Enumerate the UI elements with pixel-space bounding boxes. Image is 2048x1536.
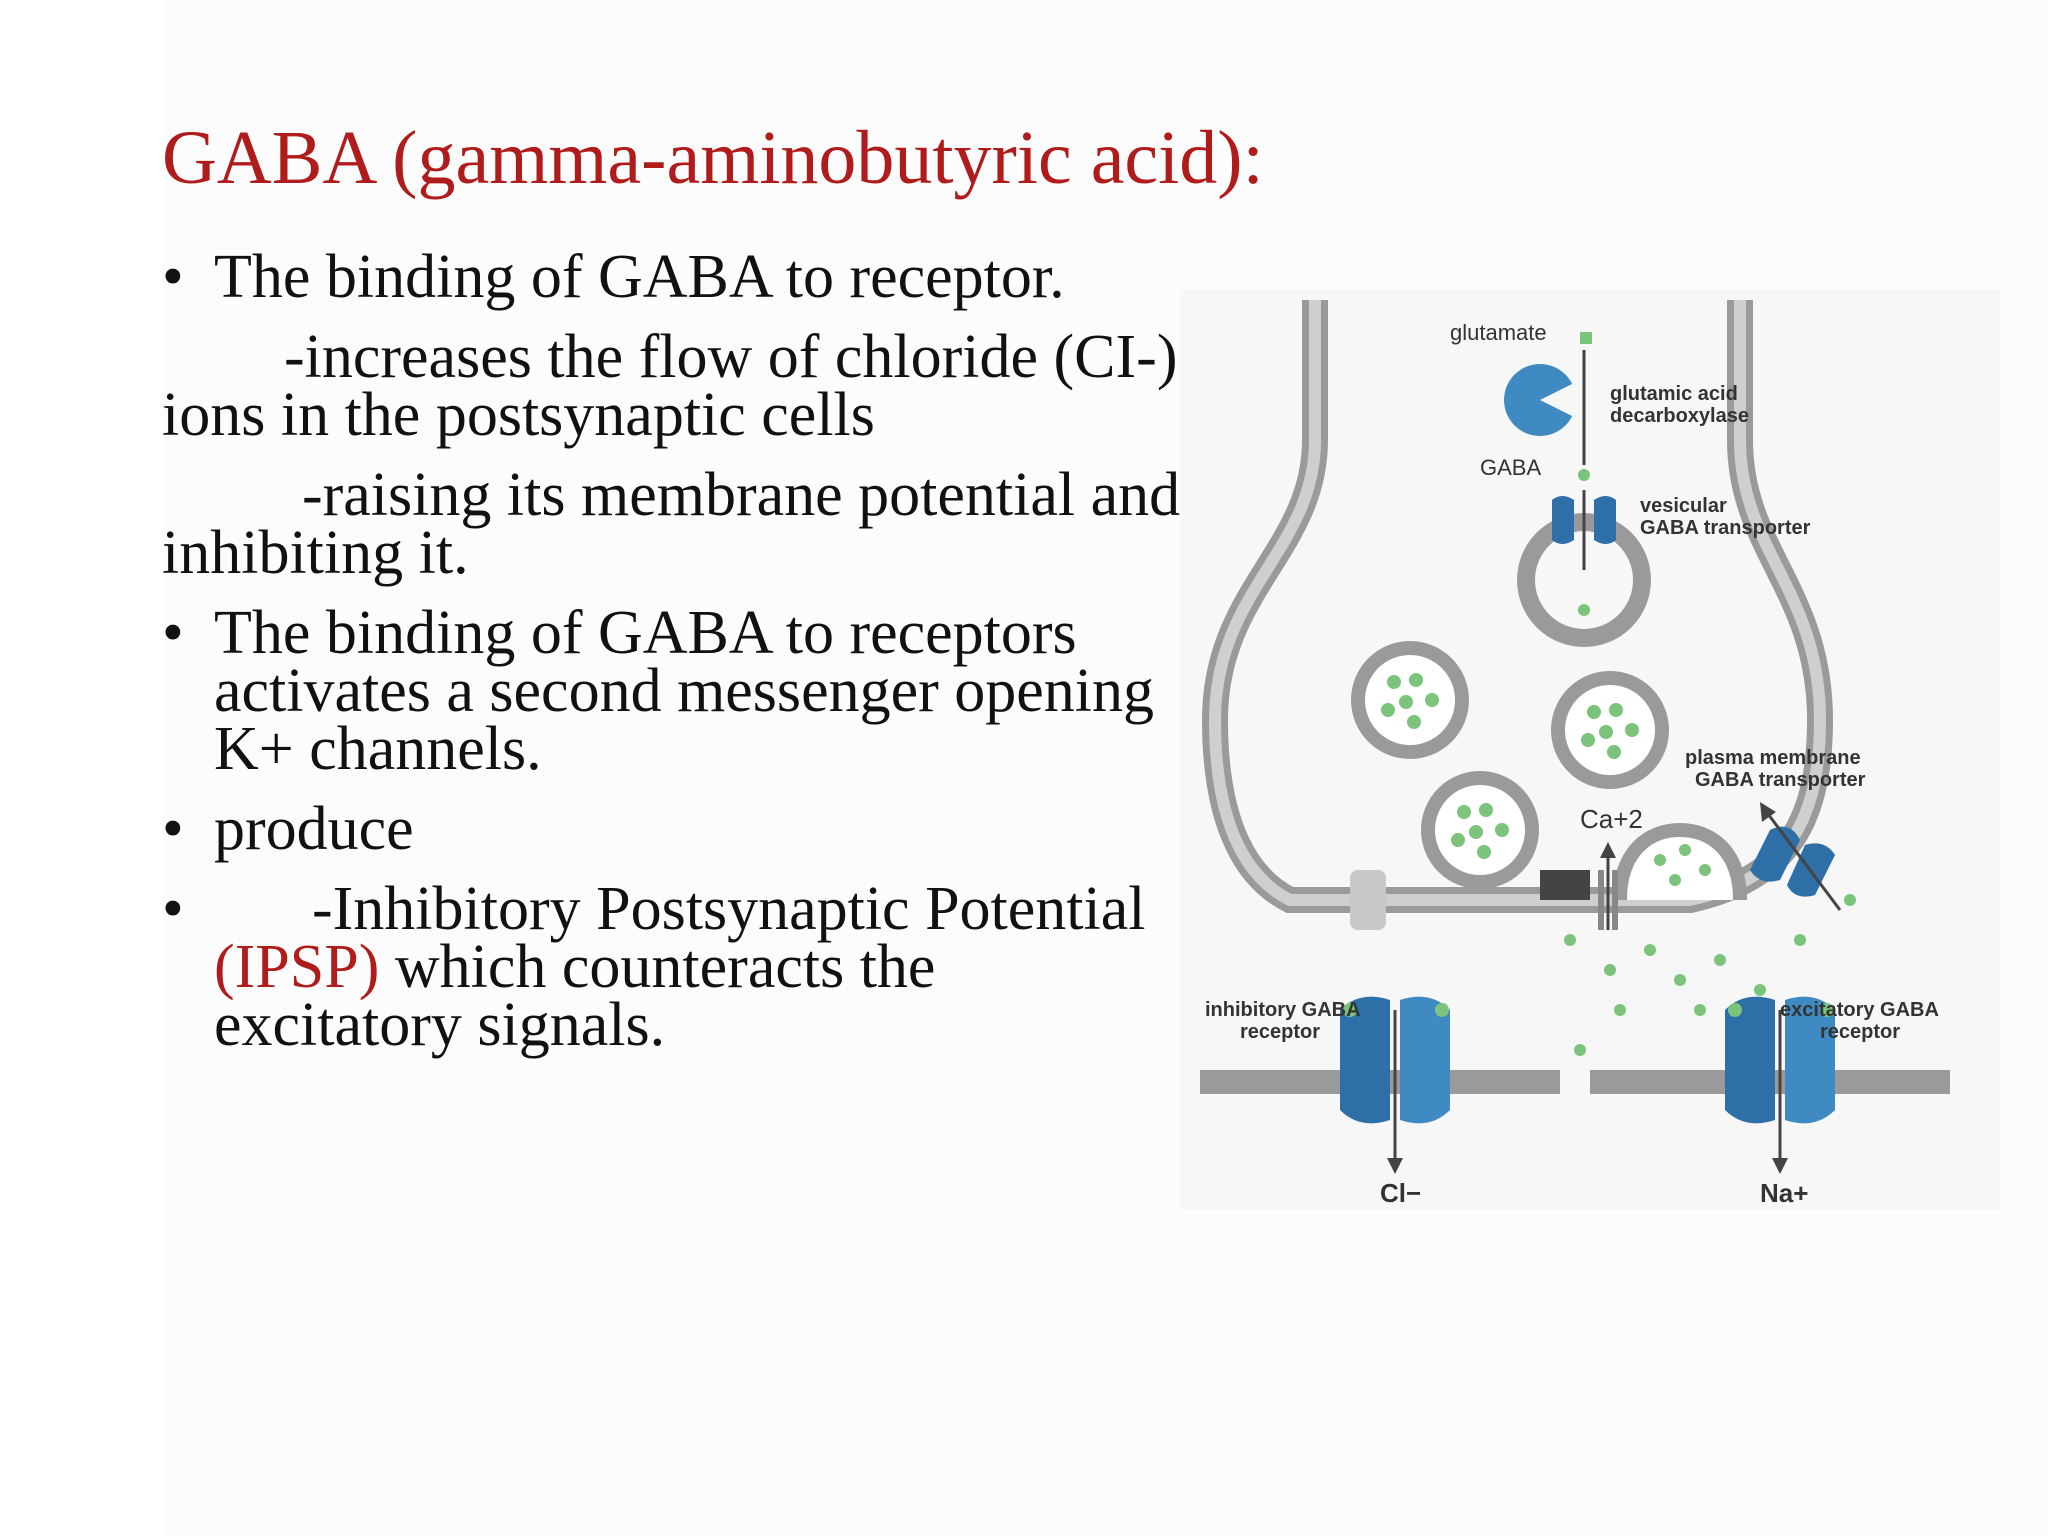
- label-gaba: GABA: [1480, 455, 1541, 480]
- vesicular-transporter-right: [1594, 496, 1616, 544]
- bullet-dot: •: [162, 599, 184, 667]
- label-vesicular-transporter: GABA transporter: [1640, 517, 1811, 539]
- vesicular-transporter-left: [1552, 496, 1574, 544]
- calcium-channel-left: [1598, 870, 1604, 930]
- bullet-text: The binding of GABA to receptors activat…: [214, 599, 1154, 783]
- label-inhibitory: inhibitory GABA: [1205, 999, 1361, 1021]
- label-plasma-membrane: plasma membrane: [1685, 747, 1861, 769]
- adhesion-protein: [1350, 870, 1386, 930]
- synapse-svg: glutamate glutamic acid decarboxylase GA…: [1180, 290, 2000, 1210]
- synaptic-vesicle: [1351, 641, 1469, 759]
- label-glutamate: glutamate: [1450, 320, 1547, 345]
- inhibitory-receptor: [1340, 996, 1450, 1174]
- gaba-dot: [1578, 469, 1590, 481]
- ipsp-highlight: (IPSP): [214, 933, 380, 1001]
- label-excitatory: excitatory GABA: [1780, 999, 1939, 1021]
- synaptic-vesicle: [1551, 671, 1669, 789]
- sub-point: -increases the flow of chloride (CI-) io…: [162, 323, 1178, 449]
- bullet-item: • produce: [162, 795, 1182, 863]
- excitatory-receptor: [1725, 996, 1835, 1174]
- bullet-text: produce: [214, 795, 414, 863]
- calcium-channel-right: [1612, 870, 1618, 930]
- reuptake-arrow-head: [1760, 802, 1776, 822]
- label-decarboxylase: decarboxylase: [1610, 405, 1749, 427]
- calcium-arrow-head: [1600, 842, 1616, 858]
- label-glutamic-acid: glutamic acid: [1610, 383, 1738, 405]
- active-zone-protein: [1540, 870, 1590, 900]
- fusing-vesicle: [1613, 822, 1747, 901]
- bullet-dot: •: [162, 875, 184, 943]
- gaba-dot: [1844, 894, 1856, 906]
- slide-title: GABA (gamma-aminobutyric acid):: [162, 116, 1264, 200]
- label-chloride: Cl−: [1380, 1178, 1421, 1208]
- label-vesicular: vesicular: [1640, 495, 1727, 517]
- label-inhibitory-receptor: receptor: [1240, 1021, 1320, 1043]
- reuptake-arrow: [1763, 809, 1842, 911]
- sub-point: -raising its membrane potential and inhi…: [162, 461, 1181, 587]
- bullet-item: • -Inhibitory Postsynaptic Potential (IP…: [162, 875, 1182, 1056]
- synaptic-vesicle: [1421, 771, 1539, 889]
- bullet-text: which counteracts the excitatory signals…: [214, 933, 936, 1059]
- glutamate-mark: [1580, 332, 1592, 344]
- bullet-item: • The binding of GABA to receptors activ…: [162, 599, 1182, 780]
- bullet-text: The binding of GABA to receptor.: [214, 243, 1065, 311]
- bullet-dot: •: [162, 243, 184, 311]
- enzyme-notch: [1540, 382, 1576, 418]
- synapse-diagram: glutamate glutamic acid decarboxylase GA…: [1180, 290, 2000, 1210]
- slide-content: • The binding of GABA to receptor. -incr…: [162, 243, 1182, 1076]
- label-excitatory-receptor: receptor: [1820, 1021, 1900, 1043]
- bullet-text: -Inhibitory Postsynaptic Potential: [312, 875, 1146, 943]
- bullet-item: • The binding of GABA to receptor.: [162, 243, 1182, 311]
- bullet-dot: •: [162, 795, 184, 863]
- label-plasma-transporter: GABA transporter: [1695, 769, 1866, 791]
- label-sodium: Na+: [1760, 1178, 1808, 1208]
- gaba-dot: [1578, 604, 1590, 616]
- label-calcium: Ca+2: [1580, 804, 1643, 834]
